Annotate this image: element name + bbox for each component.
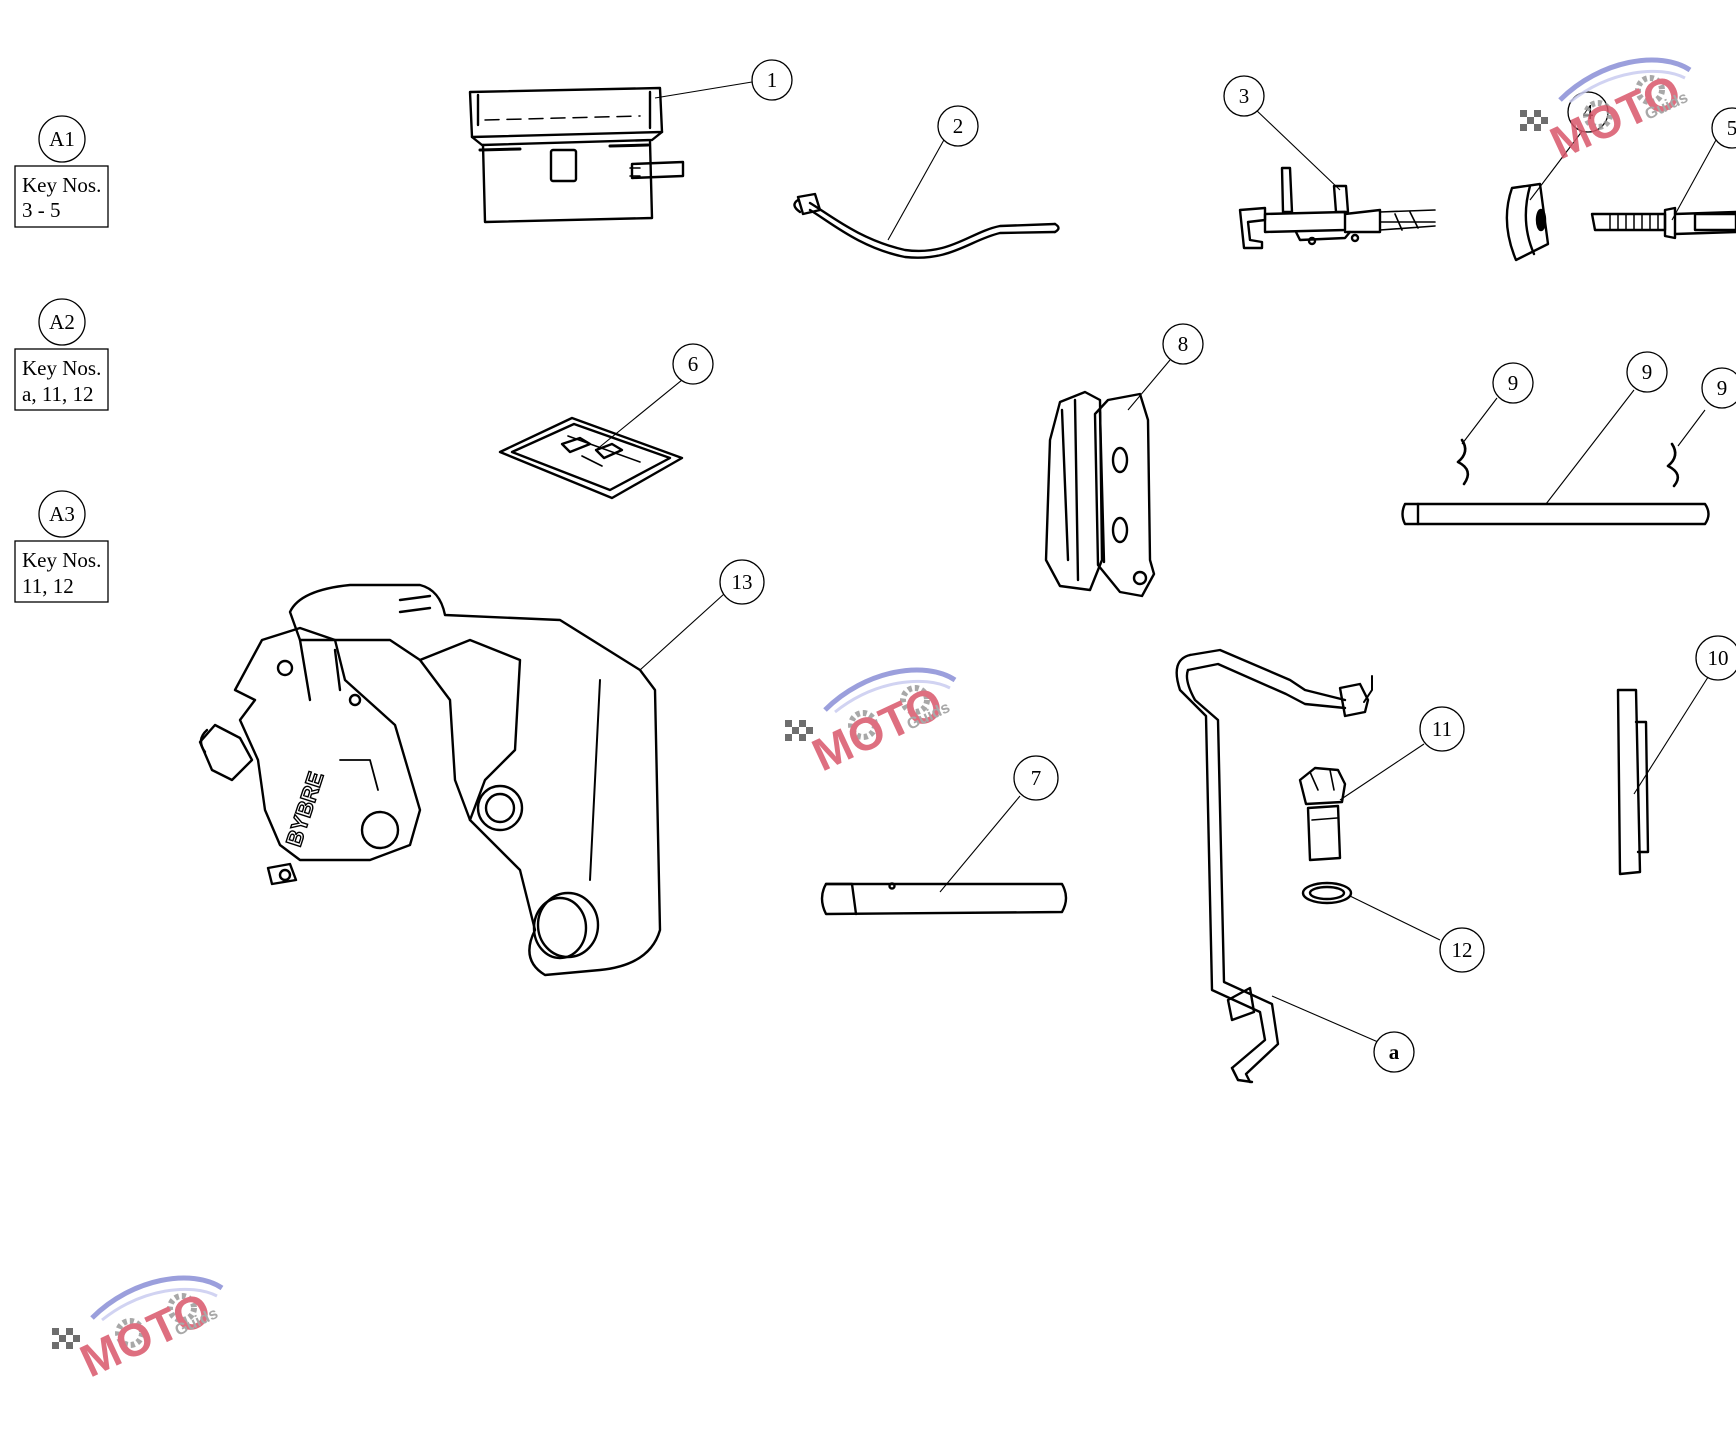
callout-number: 2 — [953, 114, 964, 138]
assembly-key-line1: Key Nos. — [22, 173, 101, 197]
callout-12: 12 — [1439, 927, 1485, 973]
watermark-logo-center: MOTO Guids — [785, 670, 955, 781]
callout-number: 12 — [1452, 938, 1473, 962]
part-13-caliper-bracket — [198, 583, 662, 977]
callout-number: 9 — [1508, 371, 1519, 395]
callout-7: 7 — [1013, 755, 1059, 801]
callout-11: 11 — [1419, 706, 1465, 752]
watermark-logo-top-right: MOTO Guids — [1520, 60, 1691, 169]
watermark-brand: MOTO — [1542, 64, 1688, 169]
part-8-brake-pads — [1044, 390, 1156, 598]
callout-number: 3 — [1239, 84, 1250, 108]
part-2-hose — [793, 192, 1060, 259]
watermark-brand: MOTO — [72, 1282, 218, 1387]
callout-number: 8 — [1178, 332, 1189, 356]
callout-number: 7 — [1031, 766, 1042, 790]
assembly-key-line1: Key Nos. — [22, 356, 101, 380]
assembly-key-a1: A1 Key Nos. 3 - 5 — [14, 115, 109, 228]
callout-number: 4 — [1583, 100, 1594, 124]
callout-number: 10 — [1708, 646, 1729, 670]
callout-5: 5 — [1711, 107, 1736, 149]
caliper-brand-stamp: BYBRE — [281, 769, 329, 850]
callout-number: 5 — [1727, 116, 1736, 140]
part-3-master-cylinder — [1238, 166, 1436, 250]
part-4-boot — [1505, 182, 1550, 262]
callout-letter: a — [1389, 1040, 1400, 1064]
assembly-key-a2: A2 Key Nos. a, 11, 12 — [14, 298, 109, 411]
callout-6: 6 — [672, 343, 714, 385]
part-12-washer — [1301, 881, 1353, 905]
part-a-brake-pipe — [1175, 648, 1373, 1084]
callout-8: 8 — [1162, 323, 1204, 365]
callout-number: 9 — [1642, 360, 1653, 384]
part-7-pin — [820, 882, 1068, 916]
callout-number: 9 — [1717, 376, 1728, 400]
assembly-key-id: A2 — [49, 310, 75, 334]
assembly-key-line1: Key Nos. — [22, 548, 101, 572]
part-9-pad-pin — [1401, 438, 1710, 526]
callout-9-left-clip: 9 — [1492, 362, 1534, 404]
callout-9-right-clip: 9 — [1701, 367, 1736, 409]
watermark-brand: MOTO — [804, 676, 950, 781]
callout-1: 1 — [751, 59, 793, 101]
part-6-decal — [498, 416, 684, 500]
callout-a: a — [1373, 1031, 1415, 1073]
assembly-key-a3: A3 Key Nos. 11, 12 — [14, 490, 109, 603]
part-10-shim-plate — [1616, 688, 1650, 876]
assembly-key-id: A1 — [49, 127, 75, 151]
assembly-key-id: A3 — [49, 502, 75, 526]
callout-2: 2 — [937, 105, 979, 147]
assembly-key-line2: 11, 12 — [22, 574, 74, 598]
callout-3: 3 — [1223, 75, 1265, 117]
part-11-banjo-bolt — [1298, 766, 1347, 862]
watermark-logo-bottom-left: MOTO Guids — [52, 1278, 222, 1387]
callout-13: 13 — [719, 559, 765, 605]
callout-9-pin: 9 — [1626, 351, 1668, 393]
callout-number: 13 — [732, 570, 753, 594]
assembly-key-line2: 3 - 5 — [22, 198, 61, 222]
callout-number: 6 — [688, 352, 699, 376]
callout-number: 11 — [1432, 717, 1452, 741]
callout-10: 10 — [1695, 635, 1736, 681]
part-5-push-rod — [1590, 206, 1736, 240]
assembly-key-line2: a, 11, 12 — [22, 382, 94, 406]
leader-lines — [595, 81, 1717, 1043]
part-1-reservoir — [468, 86, 685, 224]
callout-number: 1 — [767, 68, 778, 92]
